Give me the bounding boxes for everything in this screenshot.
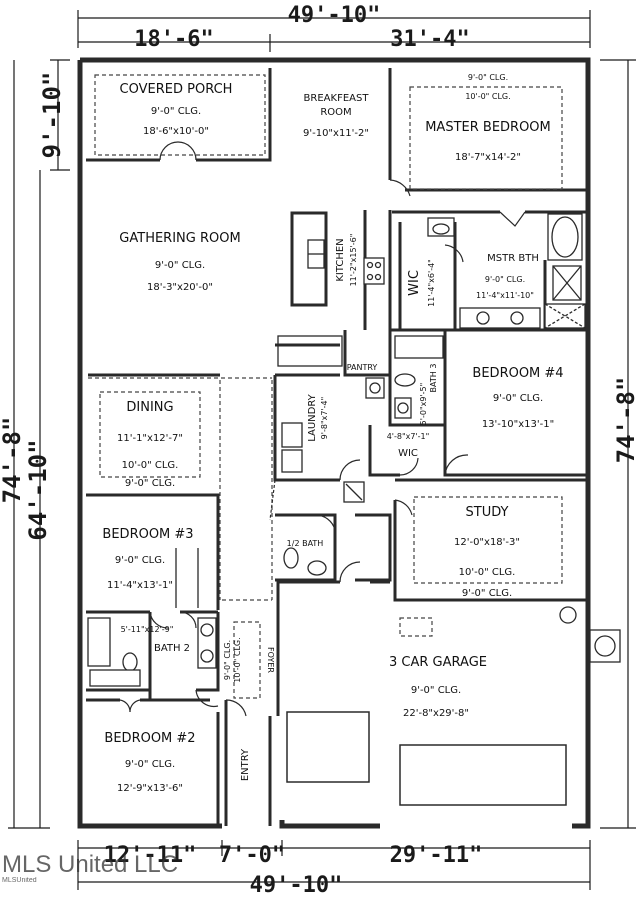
master-bath-clg: 9'-0" CLG. [485, 275, 525, 284]
dimension-lines [8, 10, 636, 890]
study-size: 12'-0"x18'-3" [454, 537, 520, 548]
foyer-clg2: 10'-0" CLG. [233, 637, 242, 682]
bedroom2-name: BEDROOM #2 [104, 731, 195, 746]
wic4-name: WIC [398, 448, 418, 459]
study-clg2: 9'-0" CLG. [462, 588, 512, 599]
entry-name: ENTRY [240, 748, 251, 781]
master-bath-name: MSTR BTH [487, 253, 539, 264]
wic4-size: 4'-8"x7'-1" [387, 432, 430, 441]
dining-name: DINING [126, 400, 173, 415]
master-name: MASTER BEDROOM [425, 120, 551, 135]
dim-left-porch: 9'-10" [38, 72, 66, 159]
porch-name: COVERED PORCH [120, 82, 233, 97]
dim-bottom-mid: 7'-0" [219, 843, 285, 868]
laundry-size: 9'-8"x7'-4" [320, 397, 329, 440]
breakfast-size: 9'-10"x11'-2" [303, 128, 369, 139]
bath2-name: BATH 2 [154, 643, 190, 654]
bedroom4-name: BEDROOM #4 [472, 366, 563, 381]
kitchen-size: 11'-2"x15'-6" [349, 234, 358, 287]
dining-clg1: 10'-0" CLG. [122, 460, 179, 471]
dim-bottom-left: 12'-11" [104, 843, 197, 868]
master-clg1: 9'-0" CLG. [468, 73, 508, 82]
porch-size: 18'-6"x10'-0" [143, 126, 209, 137]
interior-walls [86, 68, 588, 826]
dim-left-inner: 64'-10" [24, 439, 52, 540]
garage-size: 22'-8"x29'-8" [403, 708, 469, 719]
wic-master-name: WIC [407, 270, 422, 296]
door-swings [119, 141, 526, 717]
dim-bottom-right: 29'-11" [390, 843, 483, 868]
exterior-walls [77, 57, 591, 829]
bedroom3-name: BEDROOM #3 [102, 527, 193, 542]
half-bath-name: 1/2 BATH [287, 539, 324, 548]
gathering-clg: 9'-0" CLG. [155, 260, 205, 271]
bedroom3-clg: 9'-0" CLG. [115, 555, 165, 566]
bedroom4-size: 13'-10"x13'-1" [482, 419, 554, 430]
pantry-name: PANTRY [347, 363, 378, 372]
gathering-name: GATHERING ROOM [119, 231, 240, 246]
ceiling-outlines [88, 74, 563, 699]
watermark-small: MLSUnited [2, 877, 37, 884]
breakfast-name1: BREAKFEAST [304, 93, 370, 104]
garage-name: 3 CAR GARAGE [389, 655, 487, 670]
bedroom2-size: 12'-9"x13'-6" [117, 783, 183, 794]
fixtures [87, 213, 621, 687]
dining-clg2: 9'-0" CLG. [125, 478, 175, 489]
dim-left-outer: 74'-8" [0, 417, 26, 504]
bedroom3-size: 11'-4"x13'-1" [107, 580, 173, 591]
dim-top-left: 18'-6" [134, 27, 213, 52]
dim-bottom-total: 49'-10" [250, 873, 343, 897]
bedroom2-clg: 9'-0" CLG. [125, 759, 175, 770]
master-bath-size: 11'-4"x11'-10" [476, 291, 534, 300]
wic-master-size: 11'-4"x6'-4" [427, 259, 436, 307]
watermark: MLS United LLC [2, 851, 178, 878]
gathering-size: 18'-3"x20'-0" [147, 282, 213, 293]
dining-size: 11'-1"x12'-7" [117, 433, 183, 444]
breakfast-name2: ROOM [320, 107, 351, 118]
bath3-name: BATH 3 [429, 364, 438, 393]
study-name: STUDY [466, 505, 509, 520]
master-clg2: 10'-0" CLG. [465, 92, 510, 101]
kitchen-name: KITCHEN [335, 238, 346, 281]
foyer-clg1: 9'-0" CLG. [223, 640, 232, 680]
bath2-size: 5'-11"x12'-9" [121, 625, 174, 634]
bedroom4-clg: 9'-0" CLG. [493, 393, 543, 404]
garage-clg: 9'-0" CLG. [411, 685, 461, 696]
dim-top-total: 49'-10" [288, 3, 381, 28]
dim-top-right: 31'-4" [390, 27, 469, 52]
foyer-name: FOYER [266, 647, 275, 673]
dim-right-side: 74'-8" [612, 377, 640, 464]
study-clg1: 10'-0" CLG. [459, 567, 516, 578]
laundry-name: LAUNDRY [307, 393, 318, 441]
porch-clg: 9'-0" CLG. [151, 106, 201, 117]
master-size: 18'-7"x14'-2" [455, 152, 521, 163]
bath3-size: 5'-0"x9'-5" [419, 383, 428, 426]
